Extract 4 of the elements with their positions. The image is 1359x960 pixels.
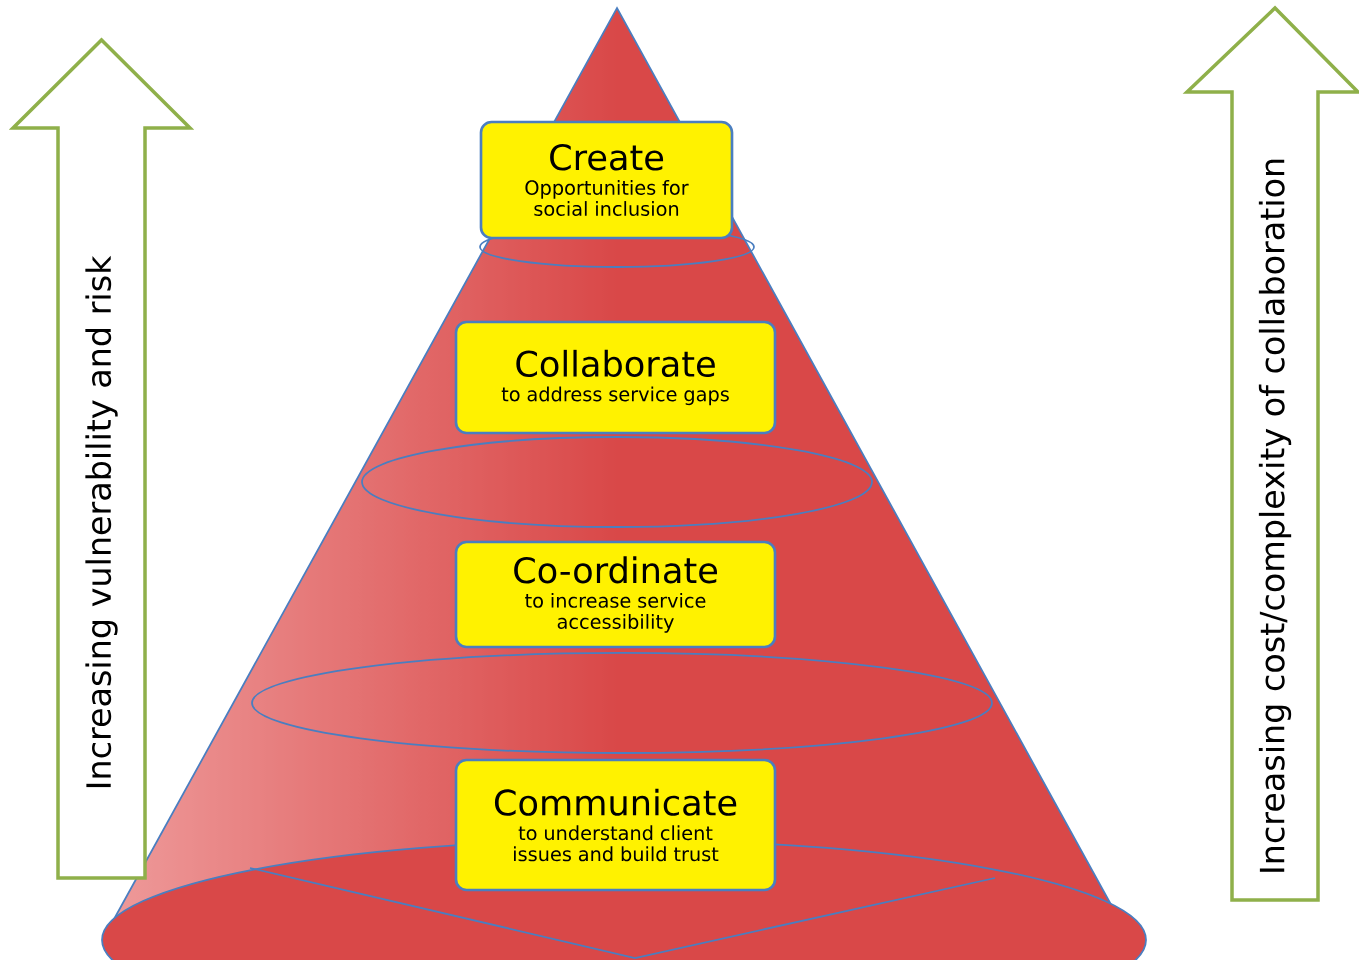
text-box: Communicate to understand client issues and build trust — [454, 758, 777, 892]
text-box: Collaborate to address service gaps — [454, 320, 777, 435]
text-box: Create Opportunities for social inclusion — [479, 120, 734, 240]
text-box: Co-ordinate to increase service accessibility — [454, 540, 777, 649]
